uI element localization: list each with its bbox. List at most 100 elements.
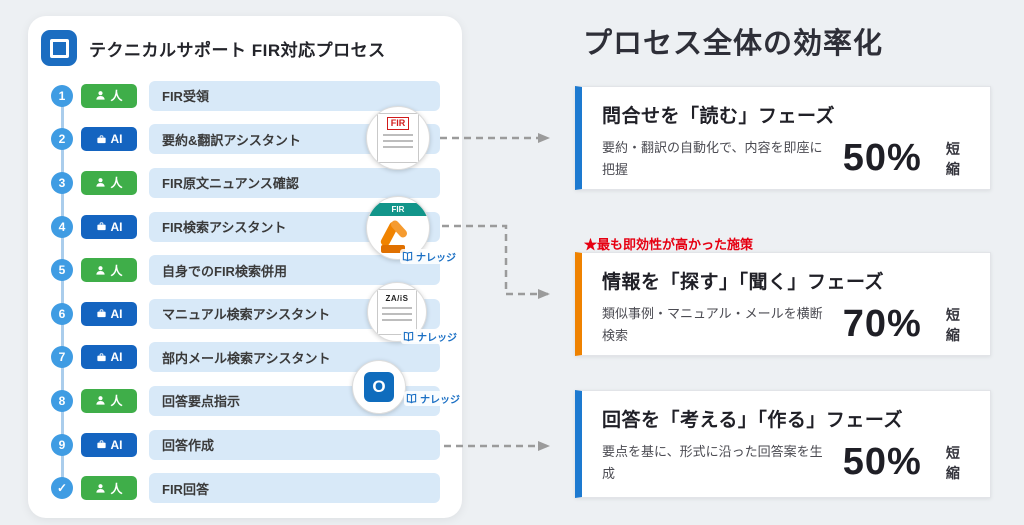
process-icon (41, 30, 77, 66)
panel-title: テクニカルサポート FIR対応プロセス (89, 40, 386, 60)
process-step-10: ✓ 人 FIR回答 (28, 466, 462, 510)
result-box-create: 回答を「考える」「作る」フェーズ 要点を基に、形式に沿った回答案を生成 50% … (575, 390, 991, 498)
badge-label: 人 (110, 176, 123, 191)
result-metric: 50% 短縮 (843, 441, 972, 484)
badge-label: 人 (110, 481, 123, 496)
doc-line (383, 140, 413, 142)
step-label: FIR回答 (149, 473, 440, 504)
result-description: 類似事例・マニュアル・メールを横断検索 (602, 306, 823, 343)
step-number: 2 (51, 128, 73, 151)
actor-badge-human: 人 (81, 170, 137, 195)
process-step-1: 1 人 FIR受領 (28, 74, 462, 118)
person-icon (95, 90, 106, 101)
manual-preview: ZA/iS (377, 289, 417, 335)
document-preview: FIR (377, 113, 419, 163)
actor-badge-ai: AI (81, 127, 137, 152)
step-check: ✓ (51, 477, 73, 500)
knowledge-text: ナレッジ (420, 395, 460, 406)
knowledge-text: ナレッジ (417, 333, 457, 344)
result-row: 要約・翻訳の自動化で、内容を即座に把握 50% 短縮 (602, 137, 972, 180)
step-label: 自身でのFIR検索併用 (149, 255, 440, 286)
step-number: 8 (51, 389, 73, 412)
badge-label: 人 (110, 263, 123, 278)
actor-badge-ai: AI (81, 214, 137, 239)
doc-line (383, 134, 413, 136)
result-row: 類似事例・マニュアル・メールを横断検索 70% 短縮 (602, 303, 972, 346)
knowledge-text: ナレッジ (416, 253, 456, 264)
metric-value: 50% (842, 137, 922, 179)
metric-unit: 短縮 (945, 444, 960, 481)
step-label: 回答作成 (149, 429, 440, 460)
knowledge-label: ナレッジ (400, 249, 458, 264)
briefcase-icon (96, 134, 107, 145)
book-icon (406, 393, 417, 404)
badge-label: AI (110, 219, 123, 234)
badge-label: AI (110, 350, 123, 365)
actor-badge-ai: AI (81, 301, 137, 326)
badge-label: 人 (110, 394, 123, 409)
badge-label: AI (110, 132, 123, 147)
highlight-callout: ★最も即効性が高かった施策 (584, 237, 754, 252)
doc-line (383, 146, 413, 148)
person-icon (95, 177, 106, 188)
panel-header: テクニカルサポート FIR対応プロセス (41, 30, 386, 66)
result-row: 要点を基に、形式に沿った回答案を生成 50% 短縮 (602, 441, 972, 484)
briefcase-icon (96, 221, 107, 232)
result-heading: 問合せを「読む」フェーズ (602, 106, 836, 127)
person-icon (95, 265, 106, 276)
step-number: 3 (51, 171, 73, 194)
timeline-line (61, 94, 64, 492)
fir-label: FIR (386, 117, 410, 130)
actor-badge-human: 人 (81, 476, 137, 501)
step-number: 6 (51, 302, 73, 325)
person-icon (95, 395, 106, 406)
manual-line (382, 313, 412, 315)
briefcase-icon (96, 439, 107, 450)
result-box-search: 情報を「探す」「聞く」フェーズ 類似事例・マニュアル・メールを横断検索 70% … (575, 252, 991, 356)
process-steps: 1 人 FIR受領 2 AI 要約&翻訳アシスタント 3 人 (28, 74, 462, 510)
step-number: 4 (51, 215, 73, 238)
actor-badge-human: 人 (81, 258, 137, 283)
metric-value: 50% (842, 441, 922, 483)
knowledge-label: ナレッジ (404, 391, 462, 406)
badge-label: 人 (110, 89, 123, 104)
result-heading: 情報を「探す」「聞く」フェーズ (602, 272, 885, 293)
actor-badge-ai: AI (81, 345, 137, 370)
outlook-icon: O (364, 372, 394, 402)
book-icon (403, 331, 414, 342)
actor-badge-ai: AI (81, 432, 137, 457)
process-step-7: 7 AI 部内メール検索アシスタント (28, 336, 462, 380)
outlook-thumbnail: O (352, 360, 406, 414)
manual-line (382, 319, 412, 321)
step-number: 1 (51, 84, 73, 107)
fir-document-thumbnail: FIR (366, 106, 430, 170)
metric-unit: 短縮 (945, 306, 960, 343)
robot-arm-graphic: FIR (367, 197, 429, 259)
knowledge-label: ナレッジ (401, 329, 459, 344)
metric-unit: 短縮 (945, 140, 960, 177)
book-icon (402, 251, 413, 262)
result-description: 要点を基に、形式に沿った回答案を生成 (602, 444, 823, 481)
process-step-9: 9 AI 回答作成 (28, 423, 462, 467)
process-step-5: 5 人 自身でのFIR検索併用 (28, 248, 462, 292)
process-step-3: 3 人 FIR原文ニュアンス確認 (28, 161, 462, 205)
briefcase-icon (96, 308, 107, 319)
result-description: 要約・翻訳の自動化で、内容を即座に把握 (602, 140, 823, 177)
person-icon (95, 483, 106, 494)
actor-badge-human: 人 (81, 83, 137, 108)
robot-arm-base (381, 245, 405, 253)
step-label: FIR受領 (149, 80, 440, 111)
badge-label: AI (110, 306, 123, 321)
manual-title: ZA/iS (385, 294, 409, 303)
step-number: 9 (51, 433, 73, 456)
page-title: プロセス全体の効率化 (583, 28, 884, 60)
manual-line (382, 307, 412, 309)
step-label: FIR原文ニュアンス確認 (149, 167, 440, 198)
badge-label: AI (110, 437, 123, 452)
result-metric: 50% 短縮 (843, 137, 972, 180)
process-panel: テクニカルサポート FIR対応プロセス 1 人 FIR受領 2 AI 要約&翻訳… (28, 16, 462, 518)
robot-arm-thumbnail: FIR (366, 196, 430, 260)
metric-value: 70% (842, 303, 922, 345)
result-metric: 70% 短縮 (843, 303, 972, 346)
result-heading: 回答を「考える」「作る」フェーズ (602, 410, 903, 431)
